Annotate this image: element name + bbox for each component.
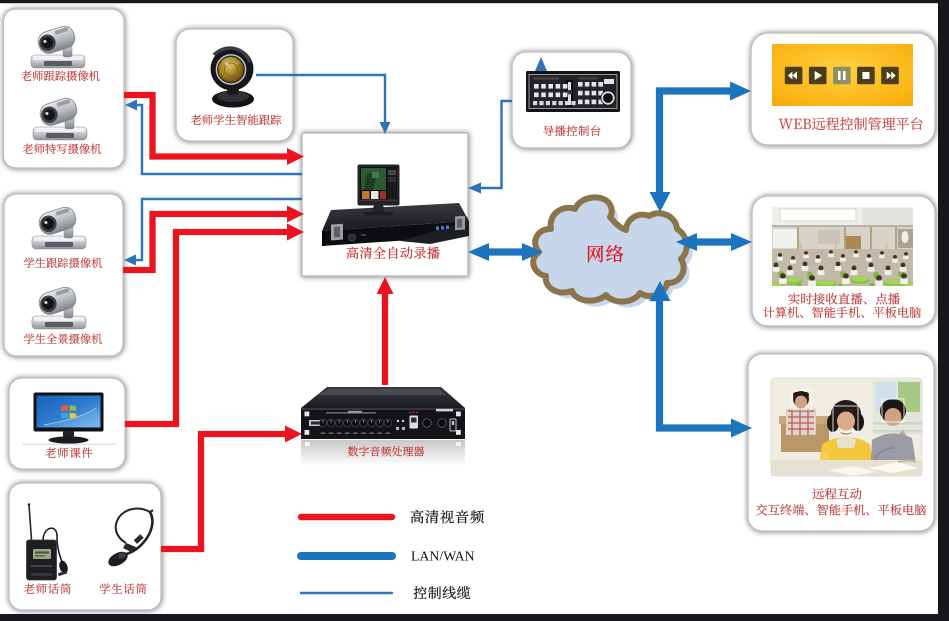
svg-text:LAN/WAN: LAN/WAN	[411, 549, 475, 564]
